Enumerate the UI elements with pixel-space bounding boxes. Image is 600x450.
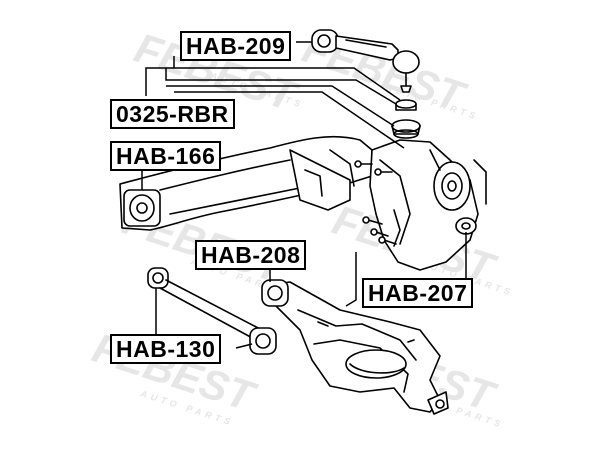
part-label-hab-166: HAB-166 [110, 141, 222, 171]
leader-line-0325rbr [145, 67, 174, 96]
leader-line-hab130-b [235, 343, 253, 349]
part-label-hab-209: HAB-209 [180, 31, 292, 61]
leader-lines [141, 41, 467, 349]
lateral-link-part [147, 267, 277, 355]
leader-line-0325rbr-b [165, 68, 397, 105]
leader-line-0325rbr-e [174, 91, 405, 149]
upper-arm-part [311, 29, 420, 93]
leader-line-hab208-b [345, 252, 357, 307]
part-label-hab-208: HAB-208 [195, 240, 307, 270]
knuckle-part [354, 139, 487, 271]
leader-line-0325rbr-d [166, 85, 395, 127]
leader-line-0325rbr-c [174, 67, 401, 101]
lower-arm-part [261, 279, 449, 415]
part-label-0325-rbr: 0325-RBR [110, 99, 235, 129]
part-label-hab-130: HAB-130 [110, 334, 222, 364]
part-label-hab-207: HAB-207 [362, 278, 474, 308]
trailing-arm-part [119, 135, 373, 231]
